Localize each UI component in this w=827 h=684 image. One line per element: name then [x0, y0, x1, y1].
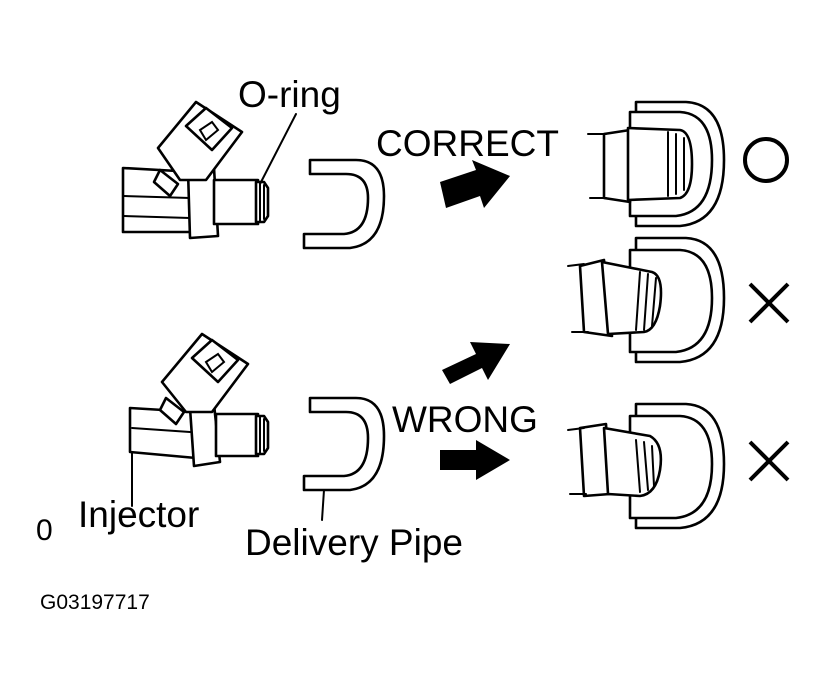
stray-mark: 0	[36, 514, 53, 547]
assembly-wrong-2	[567, 402, 726, 530]
delivery-pipe-top	[302, 158, 386, 250]
wrong-label: WRONG	[392, 399, 538, 440]
assembly-correct	[587, 100, 726, 228]
correct-symbol	[743, 137, 789, 183]
arrow-wrong-right	[440, 440, 510, 480]
figure-code: G03197717	[40, 591, 150, 614]
arrow-correct	[440, 160, 510, 208]
wrong-symbol-1	[748, 282, 790, 324]
delivery-pipe-bottom	[302, 396, 386, 492]
assembly-wrong-1	[567, 236, 726, 364]
wrong-symbol-2	[748, 440, 790, 482]
delivery-pipe-leader	[321, 489, 325, 521]
correct-label: CORRECT	[376, 123, 559, 164]
o-ring-leader	[259, 113, 297, 185]
o-ring-label: O-ring	[238, 74, 341, 115]
injector-bottom	[128, 332, 270, 468]
injector-label: Injector	[78, 494, 200, 535]
injector-top	[121, 100, 270, 240]
delivery-pipe-label: Delivery Pipe	[245, 522, 463, 563]
arrow-wrong-up	[442, 342, 510, 384]
